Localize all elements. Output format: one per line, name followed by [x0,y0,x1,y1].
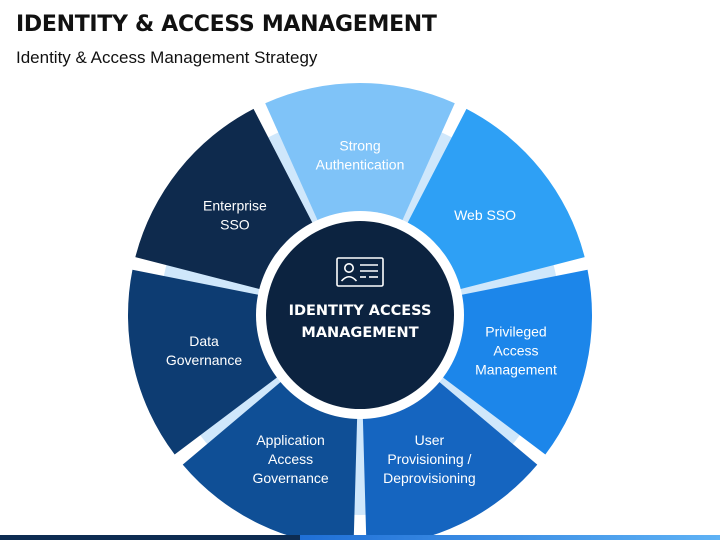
page-title: IDENTITY & ACCESS MANAGEMENT [16,12,437,37]
segment-label-application-access-governance-0: Application [256,432,325,448]
segment-web-sso: Web SSO [405,108,585,291]
center-label-line-1: IDENTITY ACCESS [289,303,432,319]
segment-label-strong-authentication-1: Authentication [316,157,405,173]
segment-label-data-governance-0: Data [189,333,219,349]
segment-label-web-sso-0: Web SSO [454,207,516,223]
segment-shape-web-sso [405,108,585,291]
center-circle [266,221,454,409]
segment-label-user-provisioning-2: Deprovisioning [383,470,476,486]
id-card-icon [336,257,384,287]
segment-shape-data-governance [127,269,281,455]
segment-label-privileged-access-management-2: Management [475,362,557,378]
bottom-accent-bar [0,535,720,540]
segment-label-user-provisioning-0: User [415,432,445,448]
segment-shape-privileged-access-management [439,269,592,455]
segment-shape-enterprise-sso [135,108,315,291]
center-label-line-2: MANAGEMENT [301,325,418,341]
segment-label-privileged-access-management-1: Access [493,343,538,359]
segment-label-strong-authentication-0: Strong [339,138,380,154]
bottom-accent-bar-blue [300,535,720,540]
segment-label-enterprise-sso-1: SSO [220,217,250,233]
segment-label-privileged-access-management-0: Privileged [485,324,546,340]
segment-shape-user-provisioning [362,379,538,540]
segment-label-user-provisioning-1: Provisioning / [387,451,471,467]
page-subtitle: Identity & Access Management Strategy [16,48,318,67]
segment-label-enterprise-sso-0: Enterprise [203,198,267,214]
segment-shape-strong-authentication [265,82,455,224]
segment-label-application-access-governance-2: Governance [252,470,328,486]
segment-label-application-access-governance-1: Access [268,451,313,467]
segment-shape-application-access-governance [182,379,358,540]
bottom-accent-bar-dark [0,535,300,540]
segment-label-data-governance-1: Governance [166,352,242,368]
